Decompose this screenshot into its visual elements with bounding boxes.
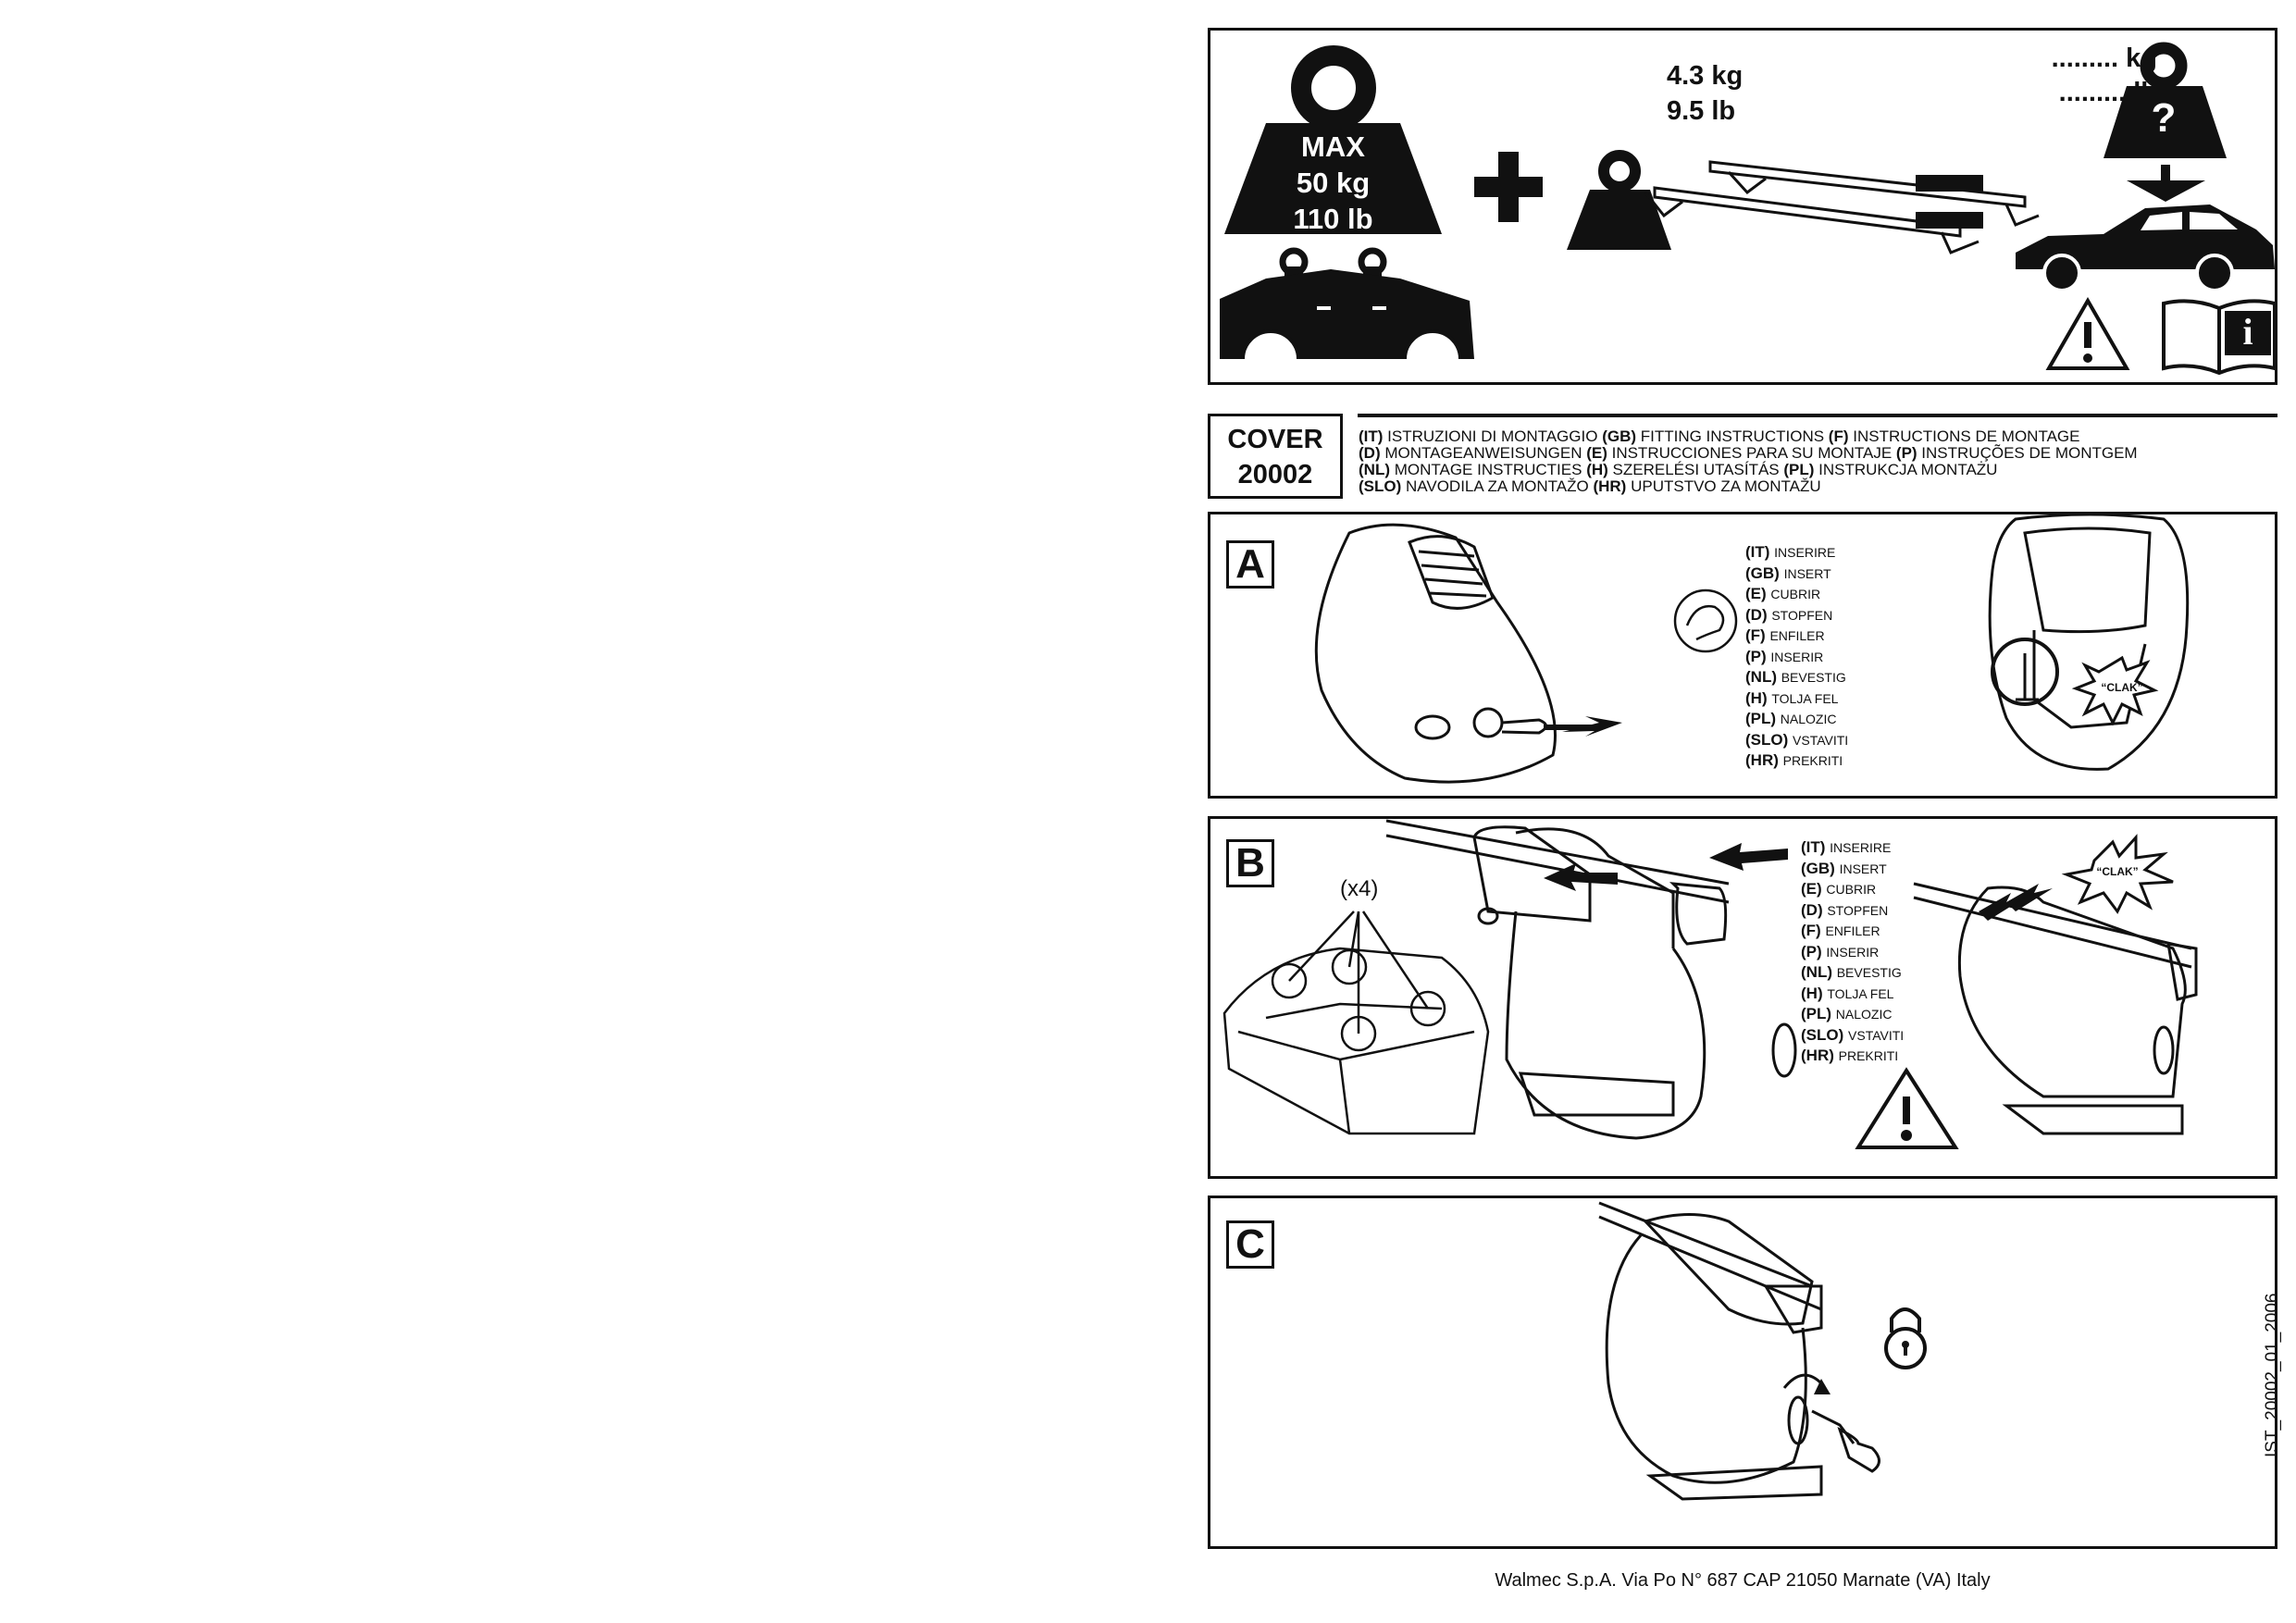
panel-a-steps: (IT) INSERIRE (GB) INSERT (E) CUBRIR (D)… bbox=[1745, 542, 1848, 772]
warning-icon bbox=[2045, 296, 2130, 370]
step-panel-c: C bbox=[1208, 1196, 2277, 1549]
car-icon bbox=[2016, 204, 2275, 292]
bars-weight-kg: 4.3 kg bbox=[1667, 61, 1744, 91]
max-kg-label: 50 kg bbox=[1296, 167, 1371, 199]
step-a-h: (H) TOLJA FEL bbox=[1745, 688, 1839, 707]
manual-book-icon bbox=[2162, 299, 2277, 376]
info-mark: i bbox=[2242, 311, 2253, 353]
step-b-nl: (NL) BEVESTIG bbox=[1801, 963, 1902, 981]
unknown-weight-icon bbox=[2104, 42, 2227, 158]
step-b-it: (IT) INSERIRE bbox=[1801, 838, 1892, 856]
bars-weight-lb: 9.5 lb bbox=[1667, 96, 1736, 126]
down-arrow-icon bbox=[2127, 165, 2205, 202]
step-a-pl: (PL) NALOZIC bbox=[1745, 710, 1837, 727]
step-b-gb: (GB) INSERT bbox=[1801, 859, 1887, 877]
equals-icon bbox=[1916, 175, 1983, 229]
step-b-f: (F) ENFILER bbox=[1801, 922, 1880, 939]
max-weight-icon bbox=[1224, 45, 1442, 234]
instruction-languages: (IT) ISTRUZIONI DI MONTAGGIO (GB) FITTIN… bbox=[1359, 428, 2138, 495]
plus-icon bbox=[1474, 152, 1543, 222]
cover-drawing bbox=[1314, 523, 1738, 784]
step-b-hr: (HR) PREKRITI bbox=[1801, 1047, 1899, 1064]
lock-icon bbox=[1884, 1307, 1927, 1369]
max-label: MAX bbox=[1301, 130, 1365, 163]
step-a-e: (E) CUBRIR bbox=[1745, 585, 1821, 602]
header-line-1: (IT) ISTRUZIONI DI MONTAGGIO (GB) FITTIN… bbox=[1359, 427, 2080, 445]
cover-label: COVER bbox=[1227, 425, 1323, 454]
fixing-points-count: (x4) bbox=[1340, 876, 1379, 901]
bar-cover-assembly-drawing bbox=[1385, 819, 1797, 1140]
step-b-slo: (SLO) VSTAVITI bbox=[1801, 1025, 1905, 1044]
step-b-pl: (PL) NALOZIC bbox=[1801, 1005, 1893, 1022]
footer-address: Walmec S.p.A. Via Po N° 687 CAP 21050 Ma… bbox=[1495, 1570, 1991, 1591]
step-a-slo: (SLO) VSTAVITI bbox=[1745, 730, 1849, 749]
step-letter-c: C bbox=[1226, 1220, 1274, 1269]
warning-icon bbox=[1855, 1067, 1959, 1149]
step-panel-a: A (IT) INSERIRE (GB) INSERT (E) CUBRIR (… bbox=[1208, 512, 2277, 799]
panel-a-clak: “CLAK” bbox=[2101, 681, 2143, 694]
header-line-2: (D) MONTAGEANWEISUNGEN (E) INSTRUCCIONES… bbox=[1359, 444, 2138, 462]
load-capacity-panel: MAX 50 kg 110 lb 4.3 kg 9.5 lb bbox=[1208, 28, 2277, 385]
lock-cover-drawing bbox=[1598, 1201, 1880, 1501]
header-line-4: (SLO) NAVODILA ZA MONTAŽO (HR) UPUTSTVO … bbox=[1359, 477, 1821, 495]
step-a-nl: (NL) BEVESTIG bbox=[1745, 668, 1846, 686]
small-weight-icon bbox=[1567, 150, 1671, 250]
step-letter-a: A bbox=[1226, 540, 1274, 588]
step-letter-b: B bbox=[1226, 839, 1274, 887]
step-a-f: (F) ENFILER bbox=[1745, 626, 1825, 644]
panel-b-clak: “CLAK” bbox=[2096, 865, 2139, 878]
header-line-3: (NL) MONTAGE INSTRUCTIES (H) SZERELÉSI U… bbox=[1359, 461, 1998, 478]
header-rule bbox=[1358, 414, 2277, 417]
step-b-d: (D) STOPFEN bbox=[1801, 900, 1889, 919]
cover-code: 20002 bbox=[1237, 460, 1313, 489]
step-panel-b: B (x4) (IT) INSERIRE (G bbox=[1208, 816, 2277, 1179]
cover-inside-drawing bbox=[1988, 513, 2190, 771]
step-a-p: (P) INSERIR bbox=[1745, 647, 1824, 665]
document-code: IST_20002_01_2006 bbox=[2263, 1293, 2282, 1458]
step-b-e: (E) CUBRIR bbox=[1801, 880, 1877, 898]
step-a-gb: (GB) INSERT bbox=[1745, 564, 1831, 582]
max-lb-label: 110 lb bbox=[1293, 203, 1373, 235]
unknown-mark: ? bbox=[2151, 95, 2177, 141]
step-a-hr: (HR) PREKRITI bbox=[1745, 751, 1843, 769]
step-b-p: (P) INSERIR bbox=[1801, 942, 1880, 960]
bar-locked-drawing bbox=[1913, 834, 2198, 1135]
cover-label-box: COVER 20002 bbox=[1208, 414, 1343, 499]
car-with-roof-bars-icon bbox=[1220, 247, 1474, 360]
result-kg: ......... kg bbox=[2051, 43, 2157, 73]
step-a-d: (D) STOPFEN bbox=[1745, 605, 1833, 624]
panel-b-steps: (IT) INSERIRE (GB) INSERT (E) CUBRIR (D)… bbox=[1801, 837, 1904, 1067]
step-a-it: (IT) INSERIRE bbox=[1745, 543, 1836, 561]
car-roof-fixing-points-drawing bbox=[1222, 911, 1490, 1135]
step-b-h: (H) TOLJA FEL bbox=[1801, 984, 1894, 1002]
